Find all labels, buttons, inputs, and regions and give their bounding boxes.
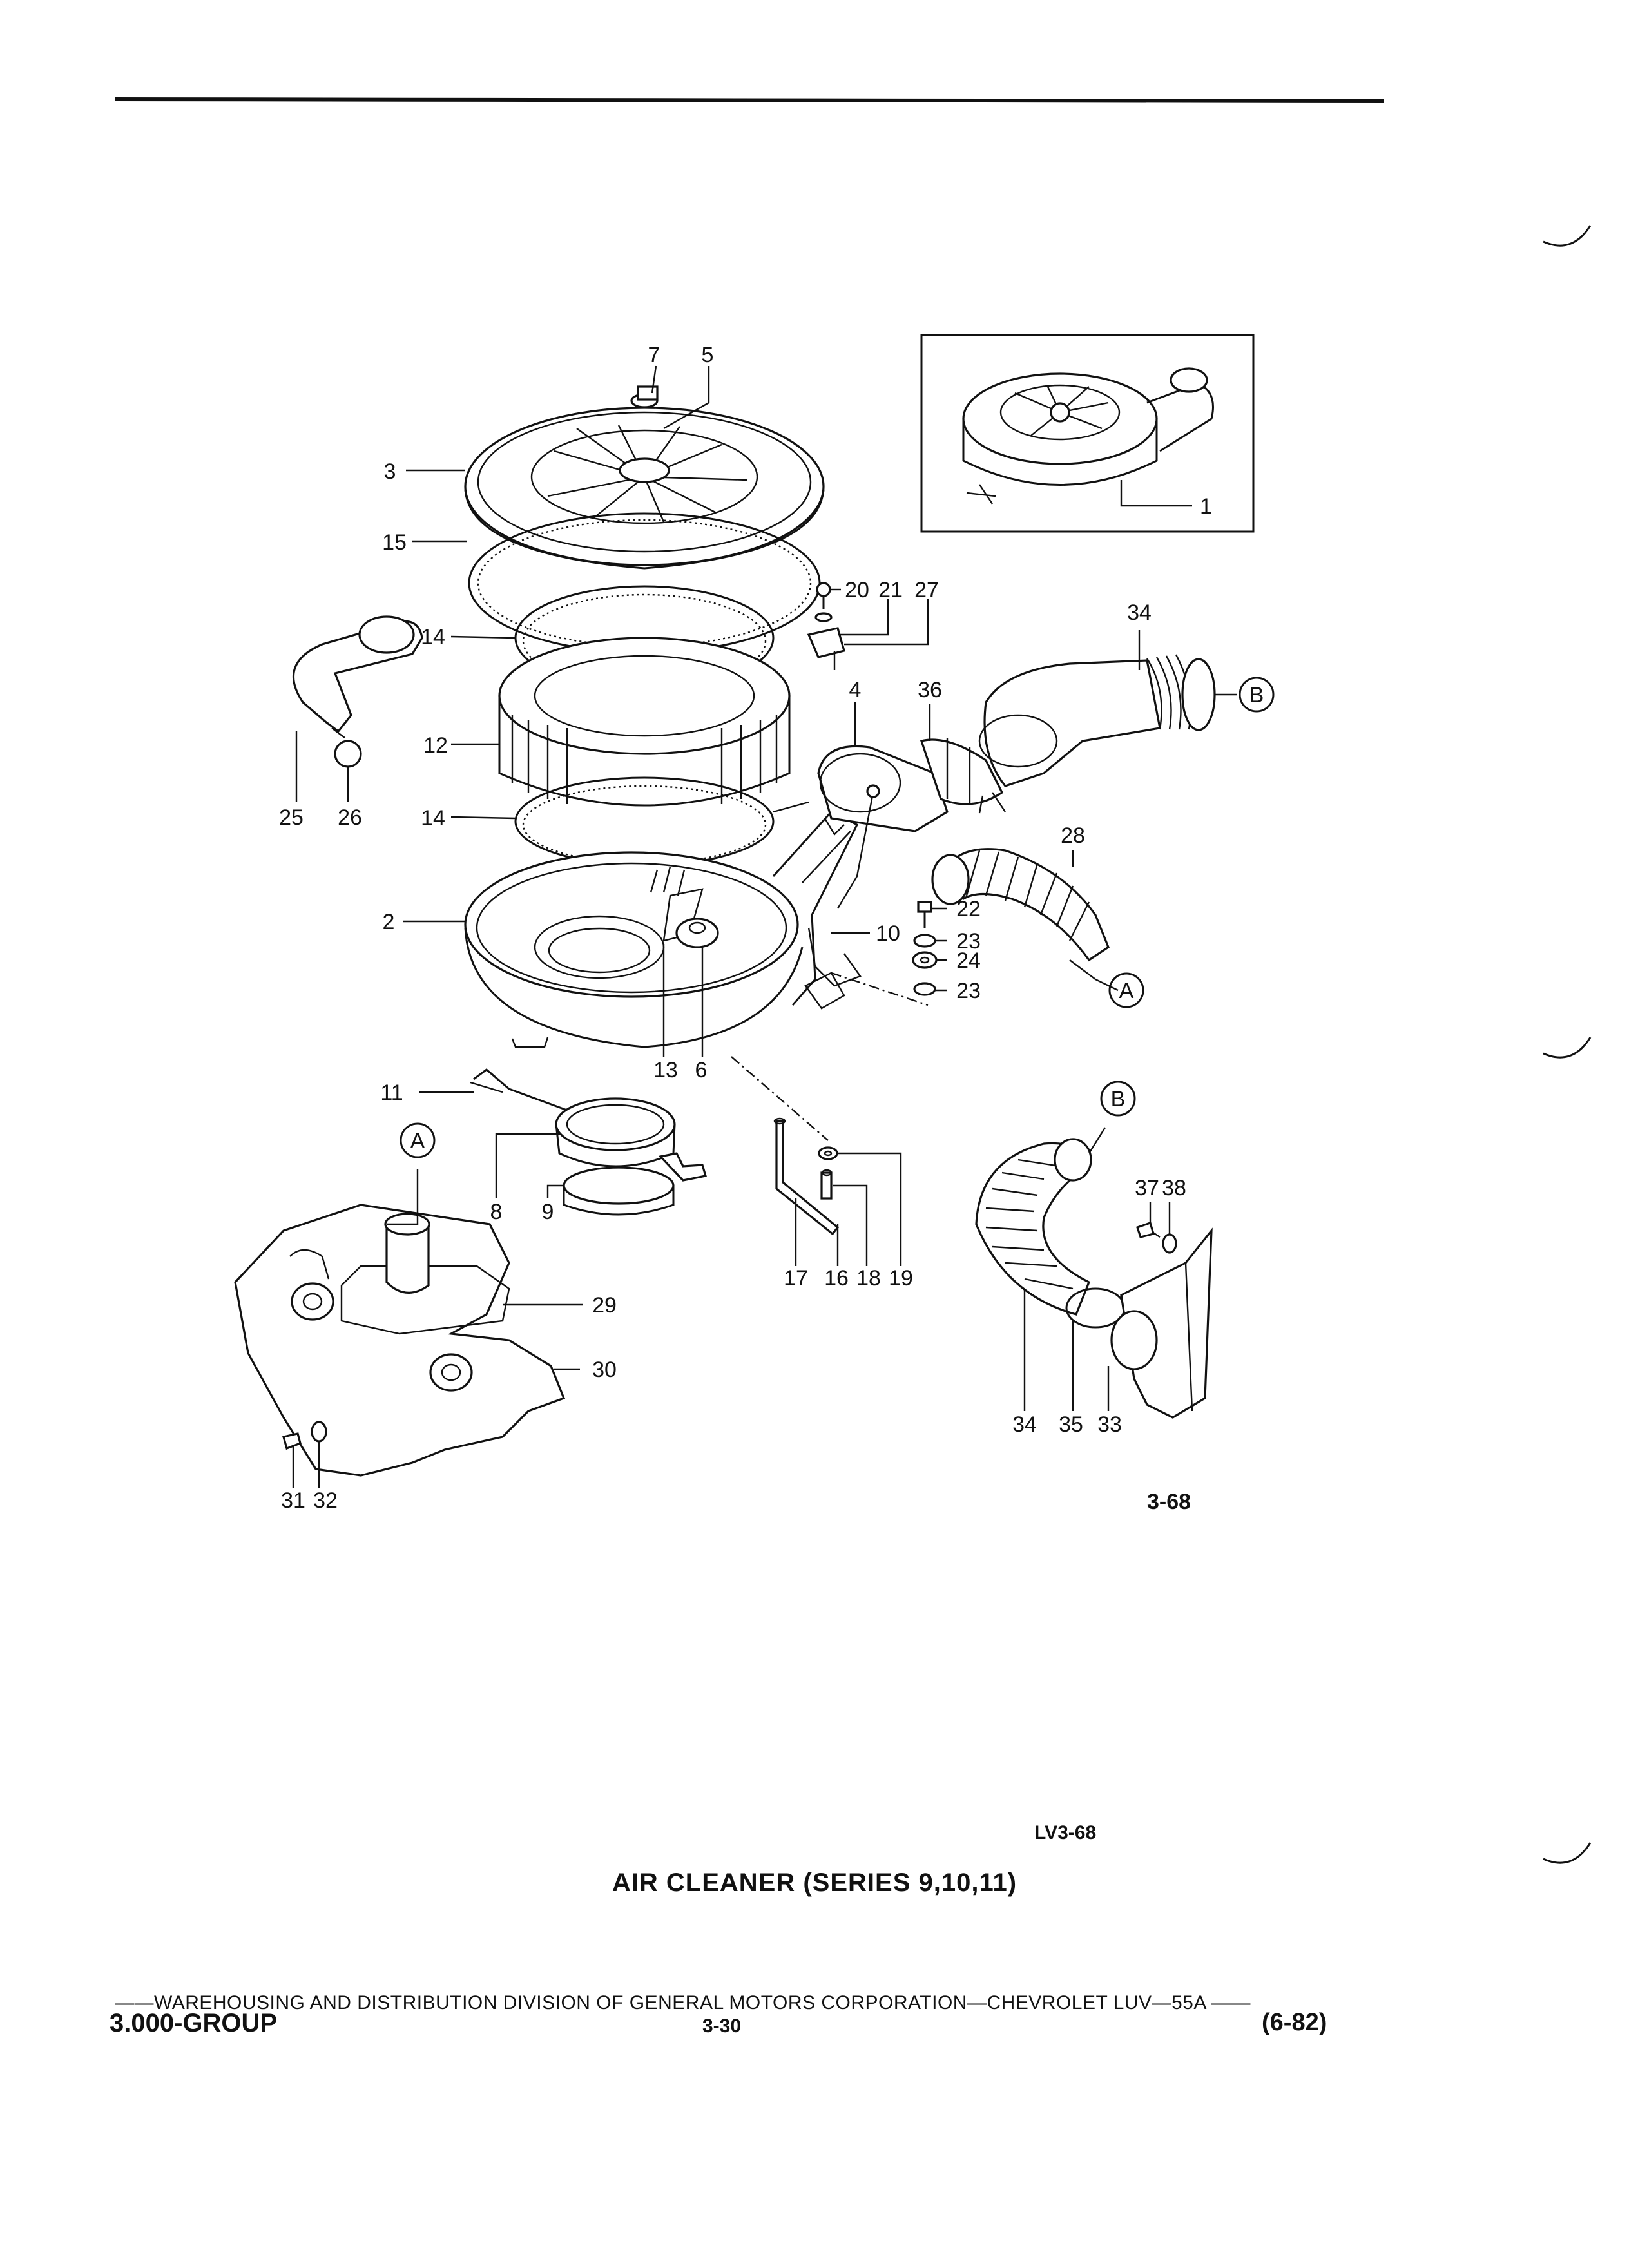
ref-circle-a-right — [1108, 972, 1144, 1008]
air-cleaner-cover — [464, 385, 825, 570]
callout-31: 31 — [281, 1488, 305, 1513]
heat-tube-set — [773, 1117, 840, 1236]
callout-30: 30 — [592, 1358, 617, 1382]
callout-23-upper: 23 — [956, 929, 981, 954]
callout-19: 19 — [889, 1266, 913, 1291]
callout-16: 16 — [824, 1266, 849, 1291]
callout-4: 4 — [849, 678, 862, 702]
upper-air-duct — [978, 654, 1216, 787]
ref-letter-a-right: A — [1119, 979, 1134, 1003]
callout-9: 9 — [542, 1200, 554, 1224]
callout-13: 13 — [653, 1058, 678, 1082]
ref-circle-b-lower — [1100, 1081, 1136, 1117]
callout-25: 25 — [279, 805, 304, 830]
edge-mark — [1543, 225, 1592, 247]
callout-5: 5 — [702, 343, 714, 367]
heat-stove-assembly — [234, 1204, 566, 1477]
callout-29: 29 — [592, 1293, 617, 1318]
footer-page-number: 3-30 — [702, 2015, 742, 2037]
adapter-seal — [555, 1097, 676, 1168]
callout-33: 33 — [1097, 1412, 1122, 1437]
callout-23-lower: 23 — [956, 979, 981, 1003]
ref-letter-b-upper: B — [1249, 683, 1264, 707]
callout-26: 26 — [338, 805, 362, 830]
callout-20: 20 — [845, 578, 869, 602]
ref-circle-a-left — [400, 1122, 436, 1158]
duct-clamp — [920, 738, 1006, 814]
callout-6: 6 — [695, 1058, 708, 1082]
mounting-bracket — [807, 927, 862, 987]
callout-labels: 7 5 3 15 14 12 14 2 25 26 20 21 27 34 B … — [279, 343, 1264, 1513]
edge-mark — [1543, 1842, 1592, 1864]
adapter-clamp — [563, 1152, 708, 1216]
breather-hose-clamp — [334, 740, 362, 768]
stove-screw-washer — [282, 1421, 327, 1459]
hot-air-hose — [931, 848, 1110, 962]
air-cleaner-body — [464, 811, 859, 1048]
callout-24: 24 — [956, 948, 981, 973]
leader-lines — [292, 365, 1237, 1488]
footer-publisher-line: ——WAREHOUSING AND DISTRIBUTION DIVISION … — [115, 1992, 1251, 2013]
callout-27: 27 — [914, 578, 939, 602]
inset-assembled-view — [920, 334, 1255, 533]
callout-32: 32 — [313, 1488, 338, 1513]
screw-clip-set — [807, 582, 845, 670]
callout-7: 7 — [648, 343, 660, 367]
callout-34-lower: 34 — [1012, 1412, 1037, 1437]
top-rule — [114, 97, 1385, 103]
footer-group: 3.000-GROUP — [110, 2009, 278, 2037]
callout-37: 37 — [1135, 1176, 1159, 1200]
shroud-screw-washer — [1135, 1221, 1177, 1254]
filter-element — [498, 637, 791, 807]
page-title: AIR CLEANER (SERIES 9,10,11) — [612, 1869, 1017, 1897]
edge-mark — [1543, 1037, 1592, 1059]
callout-3: 3 — [384, 459, 396, 484]
callout-21: 21 — [878, 578, 903, 602]
figure-code: 3-68 — [1147, 1490, 1191, 1514]
callout-11: 11 — [380, 1081, 403, 1105]
callout-17: 17 — [784, 1266, 808, 1291]
callout-18: 18 — [856, 1266, 881, 1291]
callout-8: 8 — [490, 1200, 503, 1224]
callout-38: 38 — [1162, 1176, 1186, 1200]
callout-28: 28 — [1061, 823, 1085, 848]
center-lines — [731, 801, 929, 1141]
ref-circle-b-upper — [1239, 677, 1275, 713]
bolt-washer-stack — [912, 901, 938, 996]
air-inlet-shroud — [1110, 1227, 1213, 1419]
drawing-code: LV3-68 — [1034, 1822, 1097, 1843]
callout-22: 22 — [956, 897, 981, 921]
callout-15: 15 — [382, 530, 407, 555]
breather-hose — [292, 615, 423, 738]
callout-34-upper: 34 — [1127, 601, 1152, 625]
ref-letter-b-lower: B — [1111, 1087, 1126, 1111]
callout-14-upper: 14 — [421, 625, 445, 649]
thermo-valve-housing — [817, 745, 949, 909]
support-rod — [470, 1068, 606, 1126]
ref-letter-a-left: A — [410, 1129, 425, 1153]
lower-air-duct — [975, 1138, 1092, 1316]
footer-date: (6-82) — [1262, 2009, 1327, 2036]
callout-35: 35 — [1059, 1412, 1083, 1437]
callout-14-lower: 14 — [421, 806, 445, 831]
callout-10: 10 — [876, 921, 900, 946]
callout-12: 12 — [423, 733, 448, 758]
callout-2: 2 — [383, 910, 395, 934]
callout-1: 1 — [1200, 494, 1212, 519]
callout-36: 36 — [918, 678, 942, 702]
